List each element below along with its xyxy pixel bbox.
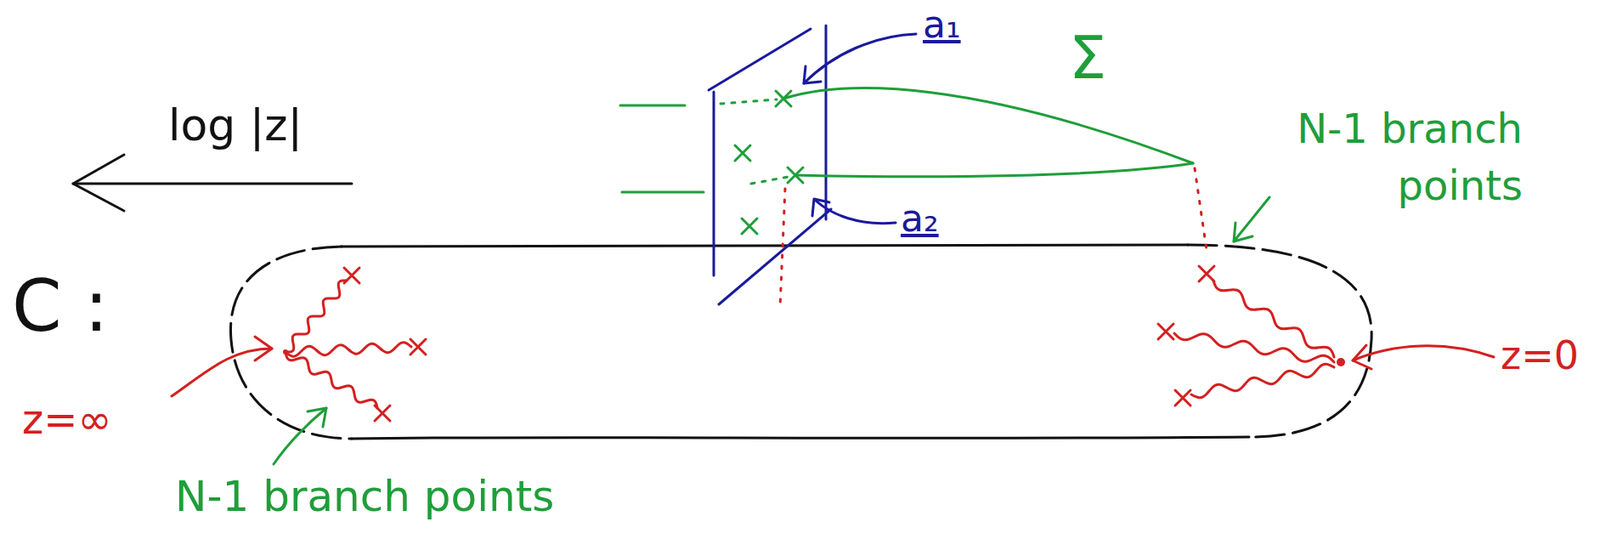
branch-label: N-1 branch points xyxy=(175,472,555,522)
leader-arrow xyxy=(273,407,327,464)
projection-line xyxy=(1194,168,1207,250)
branch-point xyxy=(741,218,758,234)
branch-cut xyxy=(285,280,347,352)
arrow-head xyxy=(254,336,272,361)
sheet-curve xyxy=(783,88,1193,164)
branch-marks xyxy=(344,90,1215,421)
branch-cut xyxy=(285,342,412,357)
fiber-plane xyxy=(718,209,832,305)
branch-point xyxy=(787,167,803,183)
arrow-head xyxy=(812,198,830,216)
branch-point xyxy=(1158,323,1174,340)
arrow-head xyxy=(1233,222,1253,242)
leader-arrow xyxy=(1352,345,1494,361)
branch-label: N-1 branch points xyxy=(1242,100,1523,215)
sheet-line xyxy=(621,191,704,194)
surface-label-text: Σ xyxy=(1068,22,1107,93)
arrow-head xyxy=(803,66,821,84)
point-label: z=∞ xyxy=(22,395,112,443)
fiber-plane xyxy=(712,91,716,276)
fiber-plane xyxy=(708,28,811,91)
branch-point xyxy=(1175,390,1191,406)
puncture-point xyxy=(1336,357,1346,367)
cylinder-edge xyxy=(351,436,1250,439)
leader-arrow xyxy=(815,200,896,224)
arrow-head xyxy=(1352,344,1372,369)
branch-point xyxy=(410,339,426,355)
arrow-head xyxy=(307,407,327,427)
axis-label: log |z| xyxy=(168,100,303,152)
branch-cut xyxy=(1191,363,1335,397)
branch-label-text: N-1 branch points xyxy=(175,471,555,521)
point-label-text: z=0 xyxy=(1500,332,1579,379)
axis-label-text: log |z| xyxy=(168,99,303,151)
sheet-curve xyxy=(795,163,1193,177)
point-label: z=0 xyxy=(1500,333,1579,379)
cycle-label-text: a₂ xyxy=(900,196,939,240)
sheet-hidden xyxy=(720,99,777,104)
cylinder-end xyxy=(230,246,352,439)
point-label-text: z=∞ xyxy=(22,395,112,443)
branch-point xyxy=(734,145,751,161)
branch-cuts xyxy=(285,280,1335,408)
arrow-head xyxy=(73,154,125,211)
cylinder-edge xyxy=(341,244,1188,247)
leader-arrow xyxy=(803,33,916,84)
cycle-label-text: a₁ xyxy=(922,2,962,46)
leader-arrow xyxy=(171,348,272,396)
curve-label: C : xyxy=(11,265,109,348)
axis-arrow xyxy=(73,182,352,186)
sheet-line xyxy=(620,104,685,108)
surface-label: Σ xyxy=(1068,23,1107,93)
branch-point xyxy=(775,90,792,107)
branch-label-text: N-1 branch points xyxy=(1296,104,1523,210)
projection-line xyxy=(780,188,786,308)
curve-label-text: C : xyxy=(11,264,109,348)
branch-point xyxy=(1198,265,1215,282)
cycle-label: a₁ xyxy=(922,3,962,47)
cycle-label: a₂ xyxy=(900,197,939,241)
sheet-hidden xyxy=(751,176,789,184)
fiber-plane xyxy=(825,25,828,220)
branch-cut xyxy=(1174,333,1335,362)
branch-cut xyxy=(285,351,378,408)
leader-arrow xyxy=(1233,197,1270,242)
